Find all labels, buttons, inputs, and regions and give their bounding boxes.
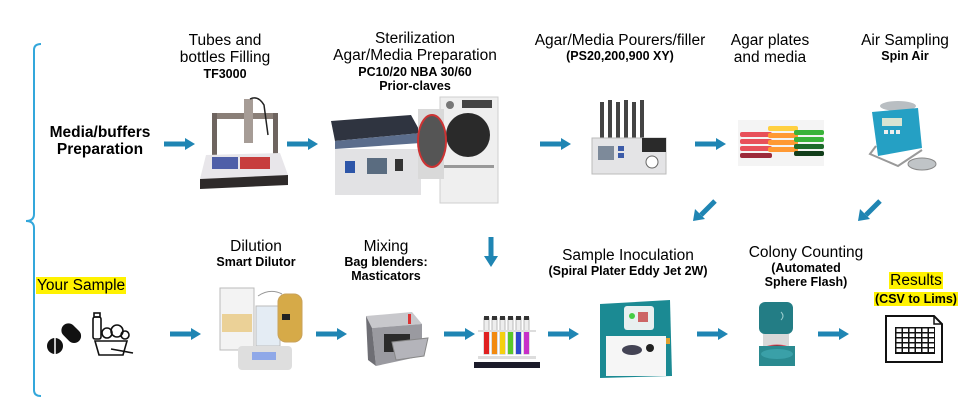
tube-filling-robot-image [200, 97, 288, 189]
spreadsheet-cell [922, 338, 928, 342]
media-buffers-preparation-label: Media/buffers Preparation [40, 124, 160, 159]
your-sample-label: Your Sample [36, 277, 127, 294]
step-pourers-label: Agar/Media Pourers/filler (PS20,200,900 … [515, 32, 725, 63]
model-line: Smart Dilutor [216, 255, 296, 270]
air-sampler-image [868, 101, 937, 171]
arrow-down-left-icon [858, 199, 882, 221]
model-line: (PS20,200,900 XY) [566, 49, 674, 64]
model-line: (Spiral Plater Eddy Jet 2W) [548, 264, 708, 279]
spreadsheet-cell [896, 338, 902, 342]
spreadsheet-cell [922, 343, 928, 347]
arrow-right-icon [164, 138, 195, 150]
title-line: Mixing [363, 238, 409, 255]
step-sterilization-label: Sterilization Agar/Media Preparation PC1… [300, 30, 530, 93]
model-line: Sphere Flash) [764, 275, 848, 290]
step-sample-inoculation-label: Sample Inoculation (Spiral Plater Eddy J… [528, 247, 728, 278]
gravimetric-dilutor-image [219, 287, 303, 370]
spreadsheet-cell [909, 338, 915, 342]
spreadsheet-cell [922, 333, 928, 337]
step-air-sampling-label: Air Sampling Spin Air [850, 32, 960, 63]
title-line: Agar/Media Pourers/filler [534, 32, 706, 49]
agar-plates-image [738, 120, 824, 166]
spreadsheet-cell [916, 348, 921, 352]
title-line: Air Sampling [861, 32, 949, 49]
spreadsheet-cell [916, 328, 921, 332]
spreadsheet-cell [909, 333, 915, 337]
results-subtitle: (CSV to Lims) [874, 291, 958, 306]
title-line: and media [733, 49, 807, 67]
model-line: PC10/20 NBA 30/60 [358, 64, 472, 79]
model-line: Prior-claves [379, 78, 451, 93]
spreadsheet-cell [909, 348, 915, 352]
groceries-icon [92, 312, 134, 356]
spreadsheet-cell [916, 333, 921, 337]
model-line: Bag blenders: [344, 255, 428, 270]
spreadsheet-cell [903, 338, 908, 342]
spreadsheet-cell [922, 348, 928, 352]
results-label: Results (CSV to Lims) [864, 272, 968, 308]
spreadsheet-cell [903, 328, 908, 332]
title-line: bottles Filling [179, 49, 271, 67]
grouping-brace [25, 43, 42, 397]
arrow-down-icon [484, 237, 498, 267]
arrow-right-icon [170, 328, 201, 340]
spreadsheet-cell [916, 338, 921, 342]
spreadsheet-cell [903, 343, 908, 347]
spreadsheet-cell [909, 343, 915, 347]
title-line: Dilution [230, 238, 282, 255]
pills-icon [47, 323, 82, 354]
model-line: Masticators [351, 269, 421, 284]
arrow-right-icon [818, 328, 849, 340]
arrow-right-icon [540, 138, 571, 150]
title-line: Agar plates [730, 32, 810, 49]
arrow-right-icon [695, 138, 726, 150]
arrow-right-icon [444, 328, 475, 340]
model-line: (Automated [771, 261, 841, 276]
start-line2: Preparation [56, 141, 144, 159]
spreadsheet-cell [929, 338, 934, 342]
spreadsheet-cell [929, 348, 934, 352]
spreadsheet-cell [929, 328, 934, 332]
start-line1: Media/buffers [49, 124, 151, 141]
step-dilution-label: Dilution Smart Dilutor [200, 238, 312, 269]
spreadsheet-cell [929, 343, 934, 347]
spreadsheet-cell [922, 328, 928, 332]
title-line: Tubes and [188, 32, 262, 49]
spreadsheet-cell [903, 333, 908, 337]
spreadsheet-icon [885, 315, 943, 363]
spreadsheet-cell [896, 333, 902, 337]
autoclave-image [417, 96, 499, 204]
title-line: Sterilization [374, 30, 456, 47]
your-sample-text: Your Sample [36, 277, 127, 294]
results-title: Results [889, 272, 943, 289]
plate-pourer-image [591, 100, 667, 175]
title-line: Agar/Media Preparation [333, 47, 497, 65]
spiral-plater-image [600, 300, 672, 378]
arrow-right-icon [548, 328, 579, 340]
model-line: TF3000 [203, 66, 247, 81]
spreadsheet-cell [896, 343, 902, 347]
arrow-right-icon [316, 328, 347, 340]
test-tube-rack-image [474, 316, 540, 368]
arrow-down-left-icon [693, 199, 717, 221]
spreadsheet-cell [903, 348, 908, 352]
colony-counter-image [759, 302, 795, 366]
model-line: Spin Air [881, 49, 929, 64]
arrow-right-icon [287, 138, 318, 150]
arrow-right-icon [697, 328, 728, 340]
spreadsheet-cell [896, 328, 902, 332]
title-line: Colony Counting [748, 244, 864, 261]
step-tubes-filling-label: Tubes and bottles Filling TF3000 [165, 32, 285, 81]
spreadsheet-cell [909, 328, 915, 332]
media-preparator-image [331, 115, 421, 195]
spreadsheet-cell [929, 333, 934, 337]
step-agar-plates-label: Agar plates and media [725, 32, 815, 67]
title-line: Sample Inoculation [562, 247, 694, 264]
spreadsheet-cell [916, 343, 921, 347]
spreadsheet-cell [896, 348, 902, 352]
step-colony-counting-label: Colony Counting (Automated Sphere Flash) [740, 244, 872, 289]
bag-blender-image [366, 312, 429, 366]
step-mixing-label: Mixing Bag blenders: Masticators [326, 238, 446, 283]
